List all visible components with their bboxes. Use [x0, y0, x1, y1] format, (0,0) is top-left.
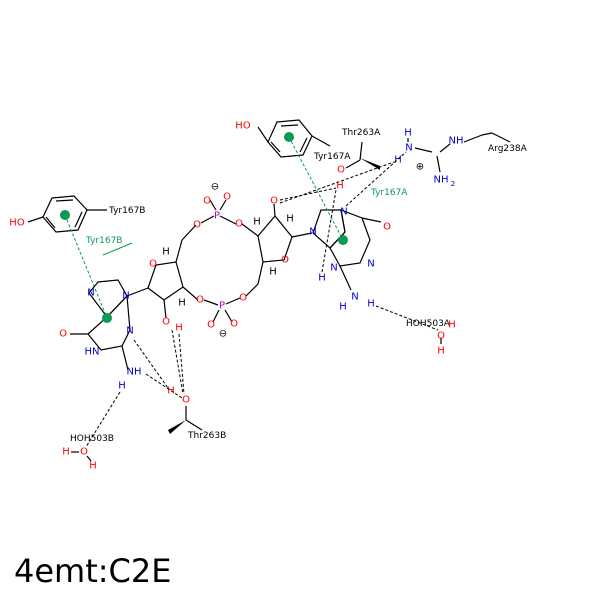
arg238a-h: H: [404, 128, 412, 139]
tyr167a-pi-stack: [288, 136, 344, 241]
guanine-right: [312, 209, 382, 291]
arg238a-ne: N: [405, 143, 412, 154]
hbond-n2-thr263b: [145, 373, 183, 399]
arg238a-group: [407, 132, 511, 173]
ribose-left-h1: H: [162, 247, 170, 258]
hbond-n7-arg238a: [345, 151, 407, 207]
tyr167a-contact-label: Tyr167A: [370, 188, 408, 198]
thr263b-group: [168, 406, 203, 434]
tyr167b-pi-stack: [64, 214, 108, 319]
hbond-n2-hoh503b: [85, 391, 121, 448]
guanine-left-centroid: [102, 313, 112, 323]
guanine-right-n7: N: [340, 207, 347, 218]
hoh503b-h2: H: [89, 461, 97, 472]
hbond-o2-thr263a: [279, 187, 337, 201]
ribose-right-h4: H: [269, 267, 277, 278]
hbond-n3-thr263b: [133, 339, 169, 389]
macrocycle: [147, 199, 313, 323]
arg238a-label: Arg238A: [488, 144, 528, 154]
hbond-n2-hoh503a: [375, 305, 439, 331]
arg238a-ne-h: H: [394, 155, 402, 166]
hbond-guanine-right-h8: [321, 189, 337, 273]
ribose-right-o4: O: [281, 255, 289, 266]
hoh503a-label: HOH503A: [406, 319, 451, 329]
guanine-right-n9: N: [309, 227, 316, 238]
ribose-left-o2: O: [162, 317, 170, 328]
arg238a-nh2-subscript: 2: [451, 180, 455, 188]
ribose-right-h1: H: [286, 214, 294, 225]
guanine-right-n2: N: [351, 292, 358, 303]
hbond-ribose-thr263b: [171, 329, 184, 395]
tyr167b-ring-label: Tyr167B: [108, 206, 145, 216]
guanine-left-n1: HN: [85, 347, 100, 358]
phosphate-top-p: P: [214, 211, 220, 222]
phosphate-bottom-charge: ⊖: [219, 329, 227, 340]
phosphate-top-o5: O: [193, 220, 201, 231]
page-title: 4emt:C2E: [14, 552, 172, 590]
hoh503a-o: O: [437, 331, 445, 342]
hoh503a-h2: H: [437, 346, 445, 357]
guanine-right-n2-h1: H: [339, 302, 347, 313]
guanine-right-n3: N: [330, 263, 337, 274]
tyr167b-contact-label: Tyr167B: [85, 236, 122, 246]
phosphate-bottom-o3: O: [196, 295, 204, 306]
tyr167a-ring: [257, 119, 331, 158]
tyr167b-hydroxyl: HO: [9, 218, 25, 229]
hbond-o2-arg238a: [279, 161, 395, 204]
tyr167a-hydroxyl: HO: [235, 121, 251, 132]
ribose-left-o4: O: [149, 259, 157, 270]
guanine-left-n2: NH: [127, 367, 142, 378]
ribose-right-h3: H: [253, 217, 261, 228]
thr263b-og1: O: [182, 395, 190, 406]
ribose-left-h2: H: [178, 298, 186, 309]
phosphate-top-o-a: O: [203, 196, 211, 207]
thr263a-hg1: H: [336, 181, 344, 192]
thr263a-og1: O: [337, 165, 345, 176]
guanine-left-n7: N: [87, 288, 94, 299]
hbond-o2-thr263b: [178, 333, 185, 395]
phosphate-top-o-b: O: [223, 192, 231, 203]
ribose-left-o2-h: H: [175, 323, 183, 334]
guanine-left-n3: N: [126, 326, 133, 337]
phosphate-bottom-p: P: [219, 301, 225, 312]
guanine-right-n2-h2: H: [367, 299, 375, 310]
hydrogen-bonds: [85, 151, 439, 448]
tyr167a-ring-label: Tyr167A: [313, 152, 351, 162]
arg238a-charge: ⊕: [416, 162, 424, 173]
guanine-right-h8: H: [318, 273, 326, 284]
hoh503b-label: HOH503B: [70, 434, 114, 444]
phosphate-top-o3: O: [235, 219, 243, 230]
arg238a-nh2: NH: [434, 175, 449, 186]
guanine-right-n1: N: [367, 259, 374, 270]
phosphate-bottom-o5: O: [239, 293, 247, 304]
phosphate-bottom-o-b: O: [230, 319, 238, 330]
thr263a-group: [345, 141, 380, 170]
guanine-left: [70, 279, 149, 371]
guanine-left-n9: N: [122, 291, 129, 302]
thr263b-label: Thr263B: [187, 431, 226, 441]
ribose-right-o2: O: [270, 196, 278, 207]
arg238a-nh: NH: [449, 136, 464, 147]
hoh503b-h1: H: [62, 447, 70, 458]
guanine-left-o6: O: [59, 329, 67, 340]
guanine-left-n2-h: H: [118, 381, 126, 392]
guanine-right-o6: O: [383, 222, 391, 233]
phosphate-top-charge: ⊖: [211, 182, 219, 193]
tyr167b-ring: [27, 195, 107, 233]
phosphate-bottom-o-a: O: [207, 320, 215, 331]
hoh503a-h1: H: [448, 320, 456, 331]
hoh503b-o: O: [80, 447, 88, 458]
thr263a-label: Thr263A: [341, 128, 381, 138]
